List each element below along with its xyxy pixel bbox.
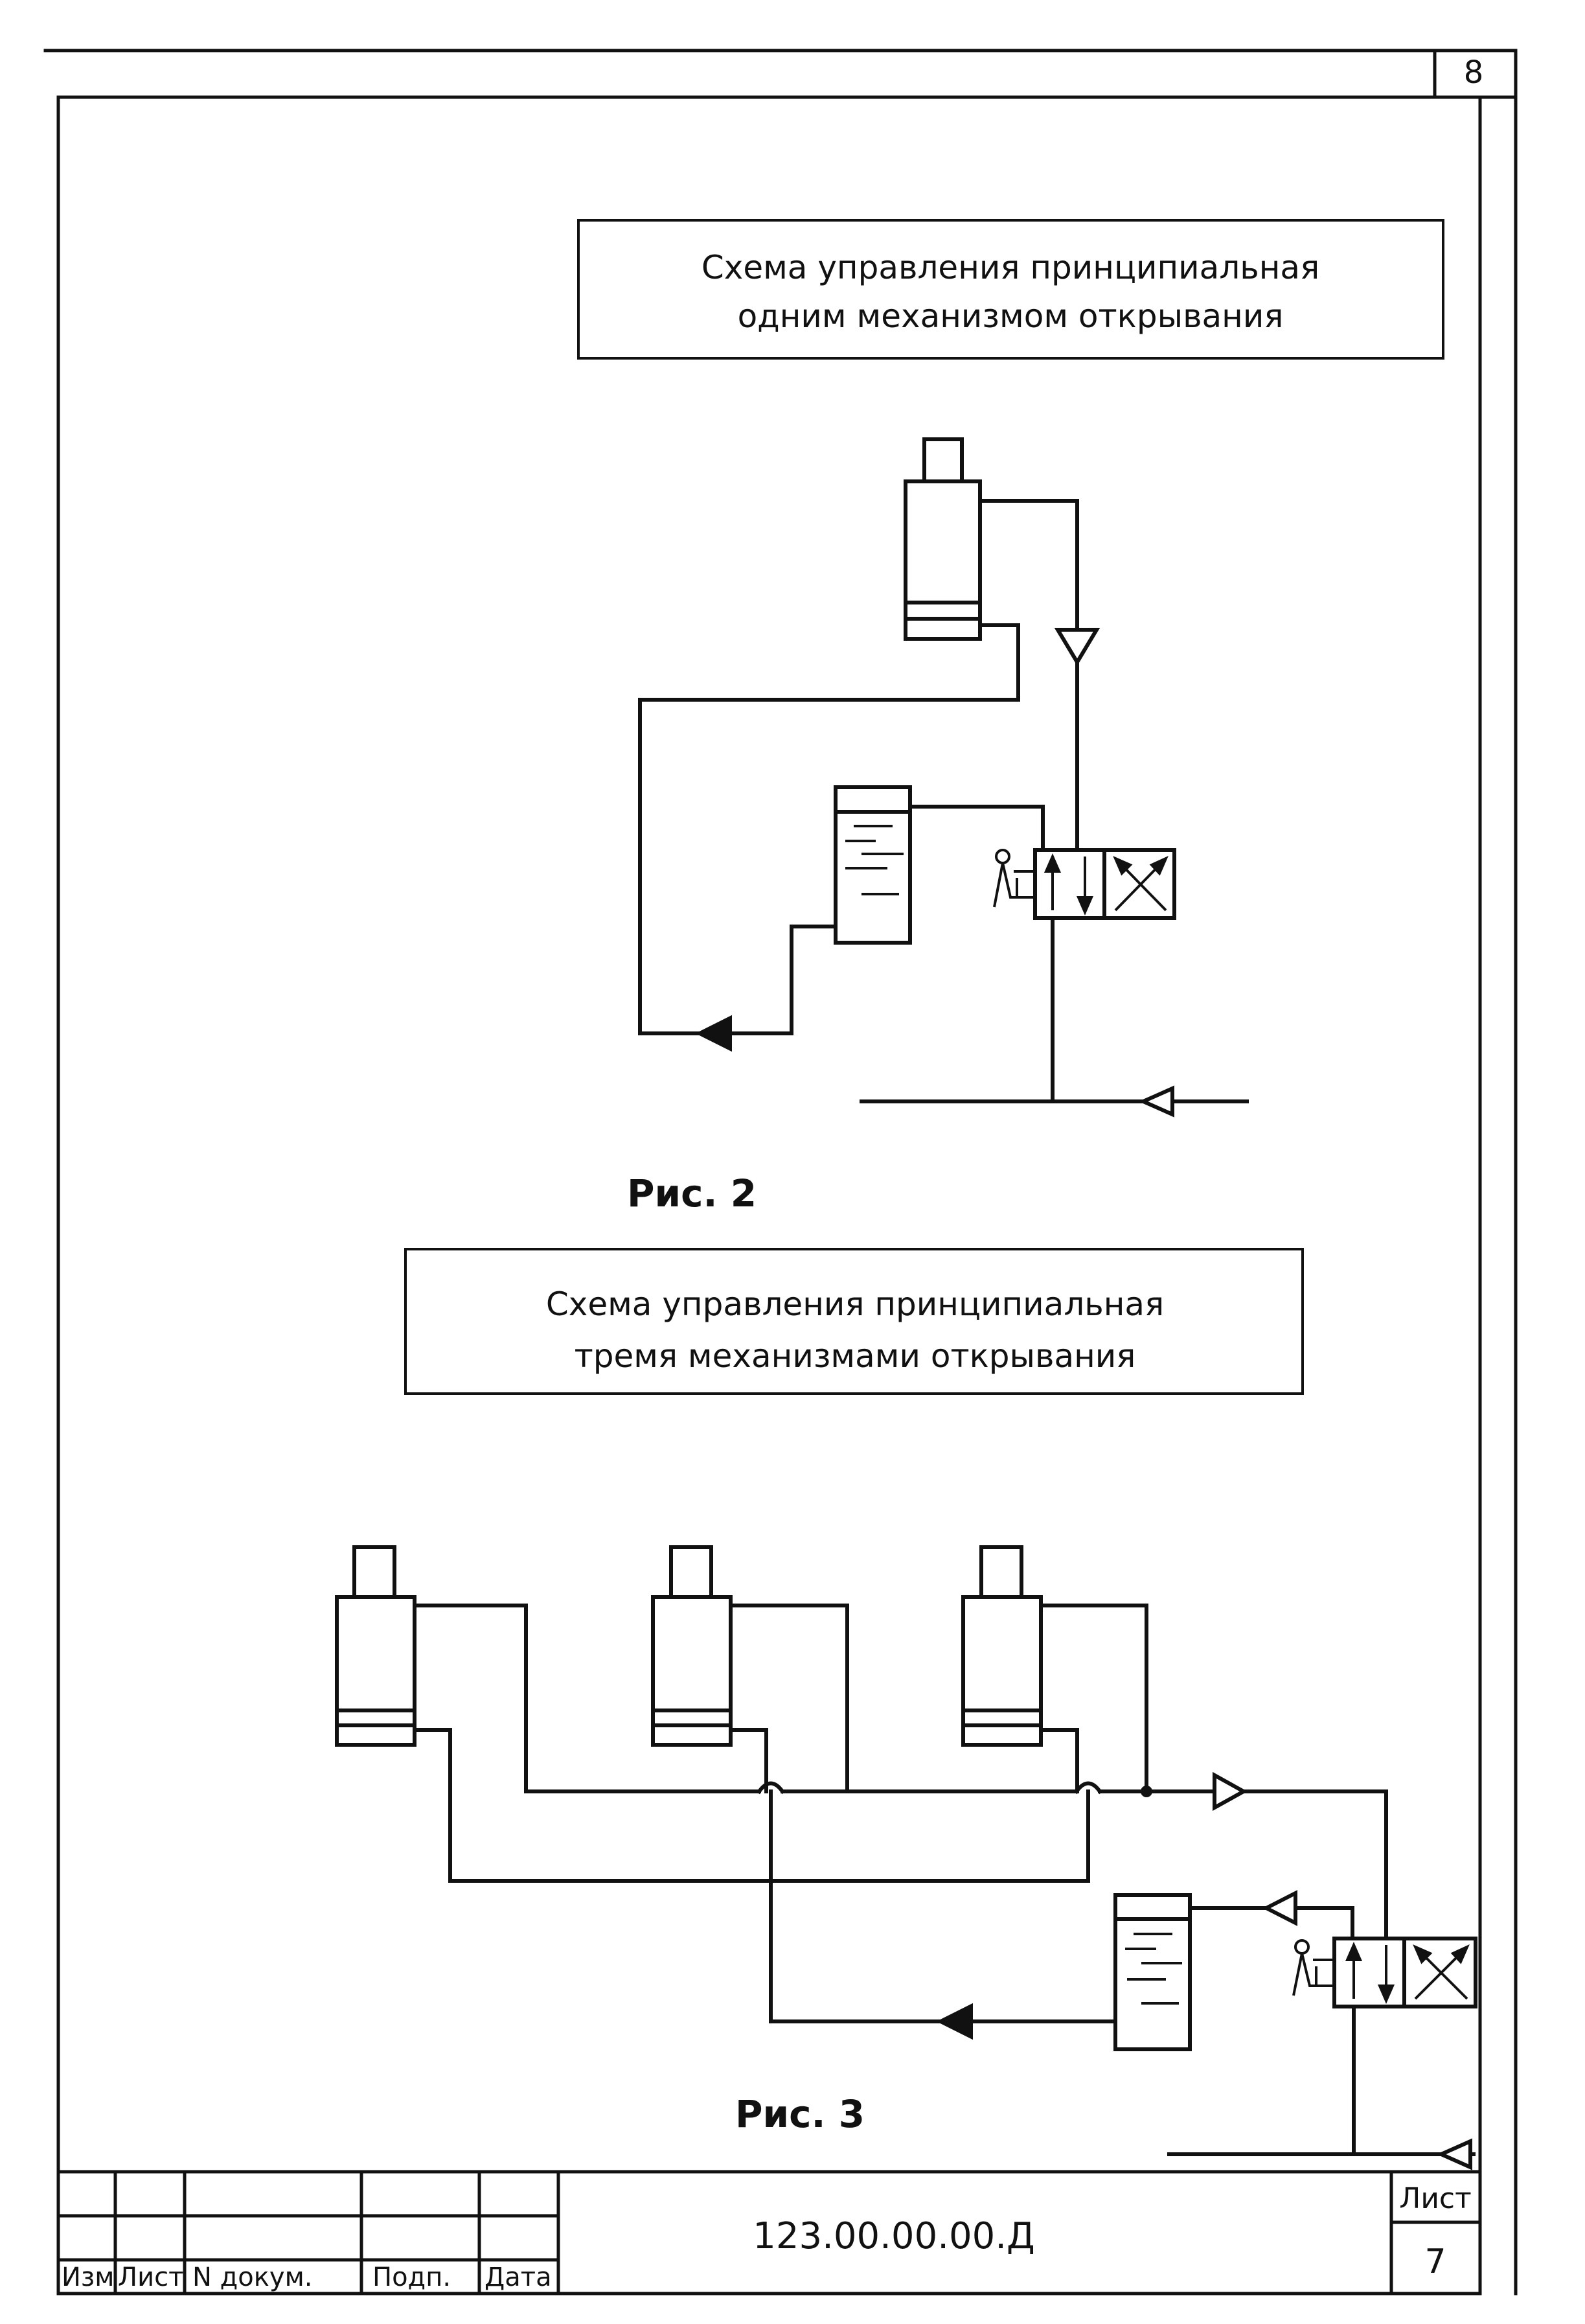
stamp-col-date: Дата xyxy=(485,2262,552,2292)
fig2-supply-valve xyxy=(1138,1085,1174,1118)
fig2-directional-valve xyxy=(1033,848,1176,920)
fig3-tank xyxy=(1113,1893,1192,2051)
stamp-col-sign: Подп. xyxy=(372,2262,451,2292)
fig2-schematic xyxy=(638,437,1249,1118)
fig2-title-box xyxy=(577,219,1444,360)
fig3-junction xyxy=(1141,1786,1152,1797)
fig2-manual-lever xyxy=(993,849,1035,908)
fig2-title-line1: Схема управления принципиальная xyxy=(701,249,1319,286)
fig2-title-line2: одним механизмом открывания xyxy=(738,297,1284,335)
fig3-supply-valve xyxy=(1436,2138,1472,2170)
stamp-col-doc: N докум. xyxy=(192,2262,313,2292)
stamp-col-list: Лист xyxy=(118,2262,183,2292)
stamp-sheet-number: 7 xyxy=(1424,2242,1446,2281)
fig3-cylinder-1 xyxy=(335,1545,416,1747)
fig2-tank xyxy=(834,785,912,945)
page-number: 8 xyxy=(1464,54,1484,91)
fig3-tank-check-valve xyxy=(1262,1890,1297,1926)
fig3-title-line2: тремя механизмами открывания xyxy=(575,1337,1136,1375)
stamp-col-izm: Изм xyxy=(62,2262,114,2292)
fig3-caption: Рис. 3 xyxy=(735,2092,865,2136)
fig3-title-line1: Схема управления принципиальная xyxy=(546,1285,1164,1323)
title-block xyxy=(56,2170,1482,2295)
fig2-cylinder xyxy=(904,437,982,641)
fig3-title-box xyxy=(404,1248,1304,1395)
fig3-cylinder-2 xyxy=(651,1545,733,1747)
stamp-designation: 123.00.00.00.Д xyxy=(753,2215,1035,2257)
fig3-schematic xyxy=(335,1545,1477,2170)
stamp-sheet-label: Лист xyxy=(1399,2182,1472,2215)
fig2-caption: Рис. 2 xyxy=(627,1171,757,1215)
fig3-return-check-valve xyxy=(936,2003,973,2040)
fig3-cylinder-3 xyxy=(961,1545,1043,1747)
fig2-one-way-valve xyxy=(1054,628,1100,666)
fig3-one-way-valve xyxy=(1213,1771,1248,1812)
fig3-manual-lever xyxy=(1292,1939,1334,1996)
sheet-frame xyxy=(43,49,1518,2295)
fig3-directional-valve xyxy=(1332,1937,1477,2008)
